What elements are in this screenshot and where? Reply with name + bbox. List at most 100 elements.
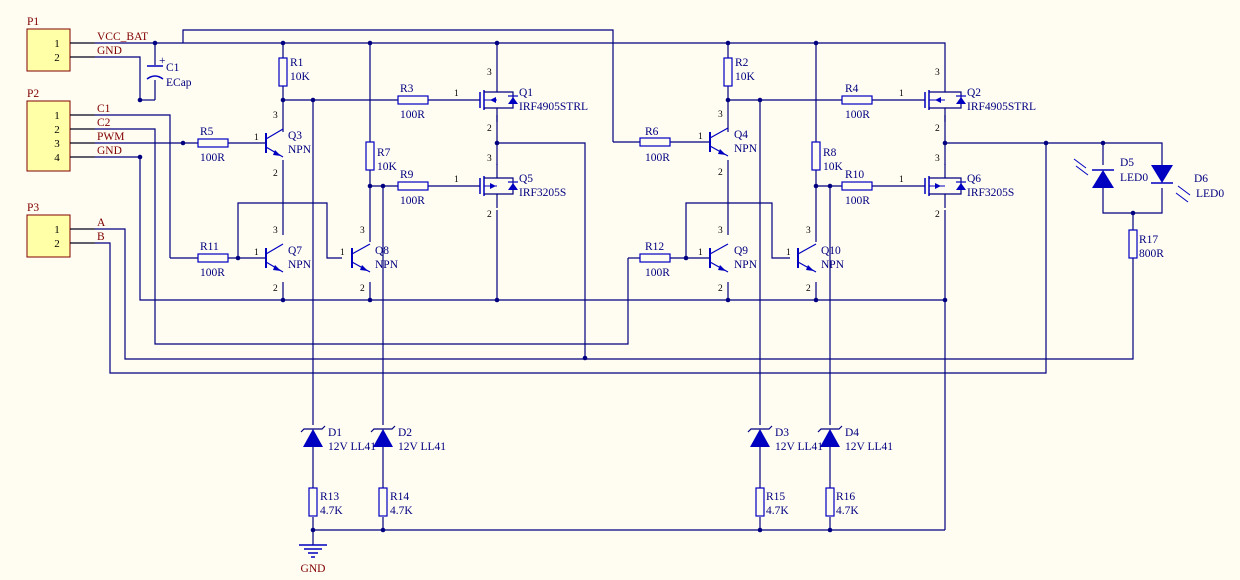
net-label: C1 <box>97 103 111 115</box>
net-label: GND <box>97 145 122 157</box>
transistor-ref: Q9 <box>734 245 748 257</box>
wire <box>685 202 790 259</box>
transistor-collector <box>709 243 729 255</box>
mosfet-ref: Q2 <box>967 87 981 99</box>
mosfet-lead <box>484 107 498 122</box>
resistor-value: 4.7K <box>390 505 413 517</box>
led-ref: D5 <box>1120 157 1134 169</box>
led-d5-ray <box>1073 158 1087 169</box>
led-value: LED0 <box>1196 188 1224 200</box>
zener-triangle <box>750 429 770 447</box>
zener-triangle <box>373 429 393 447</box>
connector-body <box>26 100 71 172</box>
body-diode <box>956 183 966 190</box>
resistor-ref: R15 <box>766 491 785 503</box>
resistor-value: 800R <box>1139 248 1164 260</box>
net-label: C2 <box>97 117 111 129</box>
zener-d1: D1 12V LL41 <box>300 425 376 453</box>
wire <box>1046 142 1163 165</box>
resistor-value: 4.7K <box>320 505 343 517</box>
resistor-body <box>397 95 429 105</box>
resistor-ref: R4 <box>845 83 859 95</box>
resistor-ref: R17 <box>1139 234 1158 246</box>
junction-dot <box>494 40 500 46</box>
resistor-body <box>197 253 229 263</box>
pin-number: 2 <box>273 169 278 179</box>
pin-number: 3 <box>935 154 940 164</box>
zener-ref: D2 <box>398 427 412 439</box>
pin-number: 1 <box>254 133 259 143</box>
mosfet-lead <box>929 107 946 122</box>
wires <box>70 29 1163 545</box>
pin-number: 3 <box>718 110 723 120</box>
wire <box>1102 188 1163 214</box>
resistor-body <box>308 487 318 517</box>
resistor-value: 10K <box>735 71 756 83</box>
junction-dot <box>1043 140 1049 146</box>
junction-dot <box>280 97 286 103</box>
net-label: GND <box>97 45 122 57</box>
wire <box>237 202 342 259</box>
zener-triangle <box>820 429 840 447</box>
pin-number: 1 <box>54 224 60 236</box>
zener-value: 12V LL41 <box>398 441 446 453</box>
connector-ref: P3 <box>27 202 39 214</box>
led-d5-triangle <box>1092 170 1114 188</box>
cap-plate-curved <box>146 75 164 80</box>
junction-dot <box>137 97 143 103</box>
zener-value: 12V LL41 <box>328 441 376 453</box>
mosfet-ref: Q5 <box>519 173 533 185</box>
junction-dot <box>942 140 948 146</box>
resistor-value: 100R <box>400 195 425 207</box>
resistor-value: 100R <box>200 267 225 279</box>
mosfet-arrow <box>935 183 941 189</box>
connector-body <box>26 28 71 72</box>
resistor-ref: R12 <box>645 241 664 253</box>
resistor-body <box>365 141 375 171</box>
wire <box>70 128 629 345</box>
junction-dot <box>280 297 286 303</box>
mosfet-arrow <box>490 183 496 189</box>
resistor-value: 100R <box>400 109 425 121</box>
junction-dot <box>827 183 833 189</box>
body-diode-lead <box>945 91 962 109</box>
pin-number: 2 <box>718 284 723 294</box>
led-d6-triangle <box>1151 165 1173 183</box>
resistor-ref: R14 <box>390 491 409 503</box>
junction-dot <box>725 97 731 103</box>
junction-dot <box>757 97 763 103</box>
junction-dot <box>813 297 819 303</box>
zener-ref: D4 <box>845 427 859 439</box>
transistor-type: NPN <box>288 259 312 271</box>
wire <box>183 42 946 78</box>
resistor-r17: R17 800R <box>1128 229 1164 260</box>
resistor-body <box>639 137 671 147</box>
transistor-collector <box>265 243 284 255</box>
zener-ref: D1 <box>328 427 342 439</box>
junction-dot <box>582 355 588 361</box>
resistor-body <box>841 95 873 105</box>
pin-number: 3 <box>935 68 940 78</box>
resistor-body <box>811 141 821 171</box>
junction-dot <box>494 297 500 303</box>
resistor-value: 100R <box>200 152 225 164</box>
junction-dot <box>380 527 386 533</box>
zener-bar <box>817 425 843 433</box>
pin-number: 3 <box>54 138 60 150</box>
led-d6-ray <box>1175 192 1189 203</box>
